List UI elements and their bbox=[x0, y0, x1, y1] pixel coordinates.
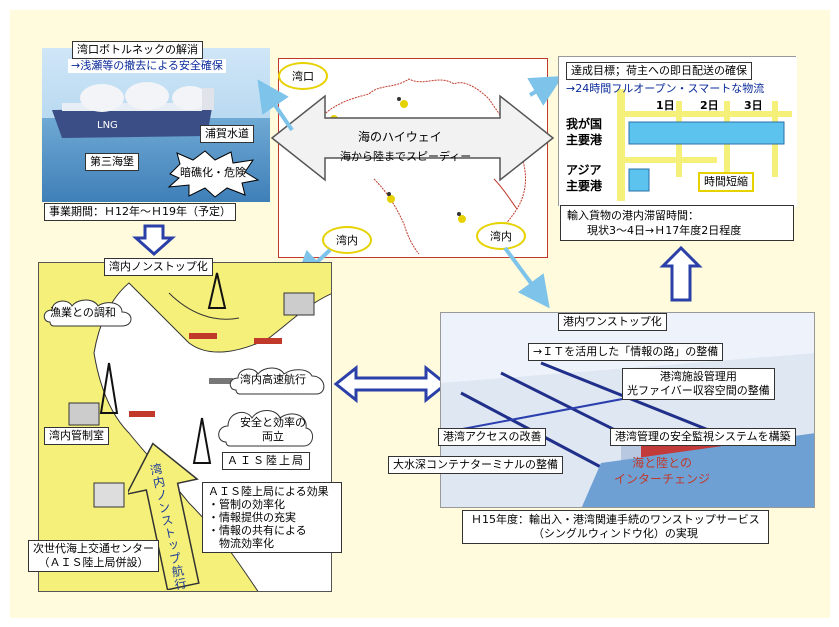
ais-effect-4: 物流効率化 bbox=[208, 537, 274, 550]
nonstop-title: 湾内ノンストップ化 bbox=[104, 258, 213, 276]
ais-effect-2: ・情報提供の充実 bbox=[208, 511, 296, 524]
cloud-safety bbox=[218, 410, 313, 447]
ais-effect-1: ・管制の効率化 bbox=[208, 498, 285, 511]
label-control-room: 湾内管制室 bbox=[44, 427, 109, 445]
highway-title: 海のハイウェイ bbox=[358, 130, 442, 144]
ais-effects-title: ＡＩＳ陸上局による効果 bbox=[208, 485, 329, 498]
label-uraga-channel: 浦賀水道 bbox=[200, 125, 254, 143]
dwell-time-box: 輸入貨物の港内滞留時間： 現状3～4日→Ｈ17年度2日程度 bbox=[560, 205, 794, 241]
label-ais-station: ＡＩＳ陸上局 bbox=[222, 452, 310, 470]
ais-effects-box: ＡＩＳ陸上局による効果 ・管制の効率化 ・情報提供の充実 ・情報の共有による 物… bbox=[202, 482, 342, 553]
terminal-label: 大水深コンテナターミナルの整備 bbox=[388, 456, 563, 474]
bottleneck-subtitle: →浅瀬等の撤去による安全確保 bbox=[68, 59, 226, 73]
svg-text:LNG: LNG bbox=[97, 120, 118, 131]
it-road-label: →ＩＴを活用した「情報の路」の整備 bbox=[528, 343, 724, 361]
bottleneck-title: 湾口ボトルネックの解消 bbox=[72, 41, 203, 59]
label-safety: 安全と効率の 両立 bbox=[240, 416, 306, 443]
dwell-line-1: 輸入貨物の港内滞留時間： bbox=[567, 209, 699, 222]
onestop-title: 港内ワンストップ化 bbox=[558, 313, 667, 331]
highway-subtitle: 海から陸までスピーディー bbox=[340, 150, 472, 163]
cloud-high-speed bbox=[229, 367, 325, 395]
goal-subtitle: →24時間フルオープン・スマートな物流 bbox=[566, 82, 765, 95]
fiber-label: 港湾施設管理用 光ファイバー収容空間の整備 bbox=[622, 368, 775, 400]
label-high-speed: 湾内高速航行 bbox=[240, 373, 306, 386]
oval-inner-bay-left: 湾内 bbox=[322, 226, 372, 254]
h15-box: Ｈ15年度：輸出入・港湾関連手続のワンストップサービス （シングルウィンドウ化）… bbox=[462, 510, 769, 544]
oval-bay-mouth: 湾口 bbox=[278, 62, 328, 90]
cloud-fishery bbox=[43, 299, 132, 327]
h15-line-1: Ｈ15年度：輸出入・港湾関連手続のワンストップサービス bbox=[471, 513, 760, 526]
goal-panel bbox=[558, 56, 797, 207]
label-danger: 暗礁化・危険 bbox=[180, 166, 246, 179]
access-label: 港湾アクセスの改善 bbox=[438, 428, 547, 446]
asia-port-label: アジア 主要港 bbox=[566, 163, 603, 193]
label-daisan-kaiho: 第三海堡 bbox=[85, 153, 139, 171]
day-3-label: 3日 bbox=[744, 99, 763, 112]
highway-double-arrow bbox=[270, 94, 555, 182]
time-reduction-label: 時間短縮 bbox=[698, 172, 754, 192]
dwell-line-2: 現状3～4日→Ｈ17年度2日程度 bbox=[587, 224, 742, 237]
ais-effect-3: ・情報の共有による bbox=[208, 524, 307, 537]
day-2-label: 2日 bbox=[700, 99, 719, 112]
goal-title: 達成目標；荷主への即日配送の確保 bbox=[566, 62, 752, 80]
security-label: 港湾管理の安全監視システムを構築 bbox=[610, 428, 796, 446]
day-1-label: 1日 bbox=[656, 99, 675, 112]
japan-port-label: 我が国 主要港 bbox=[566, 117, 603, 147]
nonstop-navigation-arrow bbox=[128, 442, 200, 590]
label-fishery: 漁業との調和 bbox=[50, 306, 116, 319]
oval-inner-bay-right: 湾内 bbox=[476, 222, 526, 250]
interchange-label: 海と陸との インターチェンジ bbox=[614, 456, 711, 486]
traffic-center-name: 次世代海上交通センター （ＡＩＳ陸上局併設） bbox=[28, 540, 159, 572]
project-period: 事業期間：Ｈ12年～Ｈ19年（予定） bbox=[44, 203, 236, 221]
danger-burst-shape bbox=[167, 150, 260, 198]
h15-line-2: （シングルウィンドウ化）の実現 bbox=[532, 527, 698, 540]
